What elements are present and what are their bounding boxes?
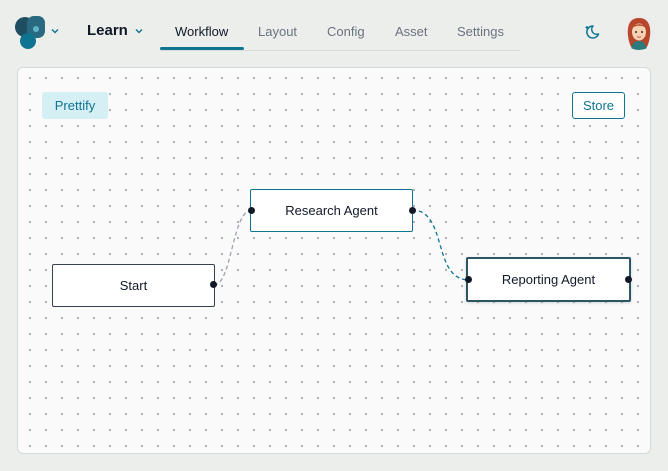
chevron-down-icon [135, 28, 143, 33]
tab-asset[interactable]: Asset [395, 24, 428, 39]
prettify-button[interactable]: Prettify [42, 92, 108, 119]
node-research-agent[interactable]: Research Agent [250, 189, 413, 232]
brand-logo-icon[interactable] [13, 14, 49, 52]
research-output-handle[interactable] [409, 207, 416, 214]
theme-toggle-icon[interactable] [583, 23, 601, 41]
edge-research-to-reporting[interactable] [411, 209, 470, 281]
project-selector[interactable]: Learn [87, 22, 144, 39]
project-label: Learn [87, 22, 128, 39]
tab-workflow[interactable]: Workflow [175, 24, 229, 39]
reporting-input-handle[interactable] [465, 276, 472, 283]
node-label: Reporting Agent [501, 272, 596, 287]
workflow-canvas[interactable]: Prettify Store Start Research Agent Repo… [17, 67, 651, 454]
tab-settings[interactable]: Settings [457, 24, 504, 39]
edge-layer [213, 209, 470, 286]
research-input-handle[interactable] [248, 207, 255, 214]
start-output-handle[interactable] [210, 281, 217, 288]
tab-config[interactable]: Config [327, 24, 365, 39]
chevron-down-icon[interactable] [50, 26, 60, 36]
user-avatar[interactable] [621, 14, 657, 50]
edge-start-to-research[interactable] [213, 209, 253, 286]
node-reporting-agent[interactable]: Reporting Agent [466, 257, 631, 302]
node-label: Research Agent [285, 203, 378, 218]
store-button[interactable]: Store [572, 92, 625, 119]
node-start[interactable]: Start [52, 264, 215, 307]
active-tab-indicator [160, 47, 244, 50]
main-tabs: Workflow Layout Config Asset Settings [160, 12, 520, 51]
tab-layout[interactable]: Layout [258, 24, 298, 39]
node-label: Start [119, 278, 148, 293]
reporting-output-handle[interactable] [625, 276, 632, 283]
top-bar: Learn Workflow Layout Config Asset Setti… [0, 0, 668, 62]
